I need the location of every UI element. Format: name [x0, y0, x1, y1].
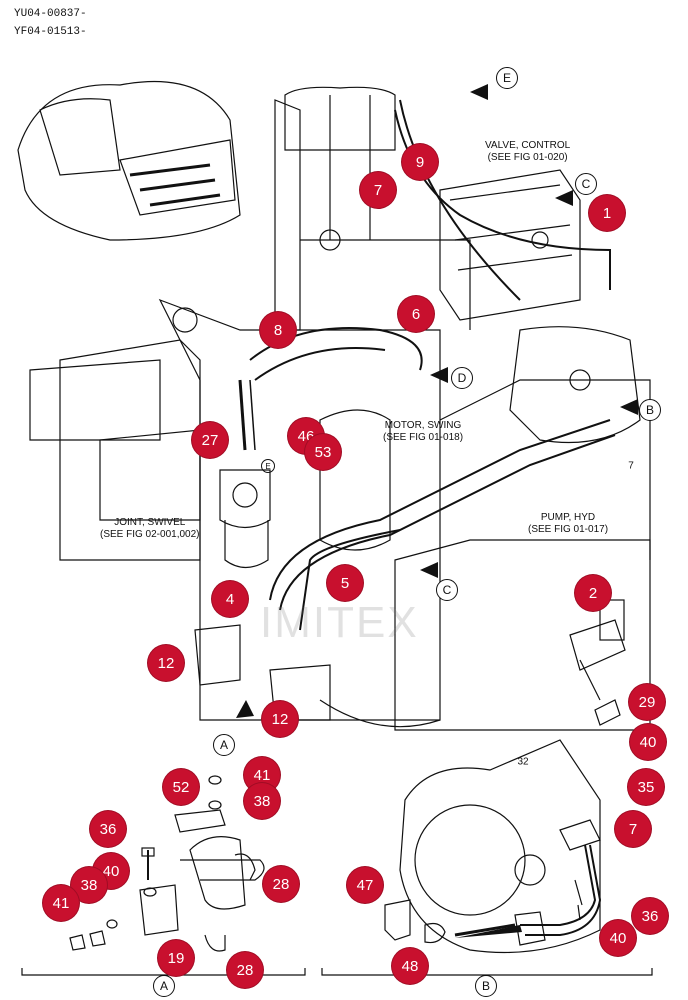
detail-view-b[interactable]: B	[475, 975, 497, 997]
part-number-32-plain: 32	[517, 756, 529, 768]
callout-48[interactable]: 48	[392, 948, 428, 984]
callout-29[interactable]: 29	[629, 684, 665, 720]
callout-36-left[interactable]: 36	[90, 811, 126, 847]
callout-9[interactable]: 9	[402, 144, 438, 180]
callout-36-right[interactable]: 36	[632, 898, 668, 934]
callout-4[interactable]: 4	[212, 581, 248, 617]
callout-40-right[interactable]: 40	[600, 920, 636, 956]
callout-6[interactable]: 6	[398, 296, 434, 332]
view-marker-e[interactable]: E	[496, 67, 518, 89]
label-line: (SEE FIG 02-001,002)	[100, 529, 200, 540]
label-line: MOTOR, SWING	[384, 420, 462, 431]
callout-41-left[interactable]: 41	[43, 885, 79, 921]
drawing-code-1: YU04-00837-	[14, 8, 87, 20]
callout-8[interactable]: 8	[260, 312, 296, 348]
view-marker-c-mid[interactable]: C	[436, 579, 458, 601]
callout-12-left[interactable]: 12	[148, 645, 184, 681]
callout-28-lower[interactable]: 28	[227, 952, 263, 988]
label-line: (SEE FIG 01-017)	[528, 524, 609, 535]
watermark: IMITEX	[260, 598, 419, 647]
label-line: (SEE FIG 01-020)	[487, 152, 568, 163]
view-marker-b[interactable]: B	[639, 399, 661, 421]
callout-38-top[interactable]: 38	[244, 783, 280, 819]
callout-40-top[interactable]: 40	[630, 724, 666, 760]
callout-52[interactable]: 52	[163, 769, 199, 805]
marker-e-small: E	[261, 459, 275, 473]
label-pump-hyd: PUMP, HYD (SEE FIG 01-017)	[528, 512, 608, 536]
callout-7-lower[interactable]: 7	[615, 811, 651, 847]
view-marker-a[interactable]: A	[213, 734, 235, 756]
label-line: (SEE FIG 01-018)	[383, 432, 464, 443]
callout-1[interactable]: 1	[589, 195, 625, 231]
label-line: PUMP, HYD	[540, 512, 596, 523]
detail-view-a[interactable]: A	[153, 975, 175, 997]
view-marker-d[interactable]: D	[451, 367, 473, 389]
callout-2[interactable]: 2	[575, 575, 611, 611]
label-motor-swing: MOTOR, SWING (SEE FIG 01-018)	[383, 420, 463, 444]
callout-5[interactable]: 5	[327, 565, 363, 601]
callout-7[interactable]: 7	[360, 172, 396, 208]
callout-47[interactable]: 47	[347, 867, 383, 903]
callout-53[interactable]: 53	[305, 434, 341, 470]
label-line: JOINT, SWIVEL	[114, 517, 186, 528]
callout-28-upper[interactable]: 28	[263, 866, 299, 902]
view-marker-c-top[interactable]: C	[575, 173, 597, 195]
drawing-code-2: YF04-01513-	[14, 26, 87, 38]
label-valve-control: VALVE, CONTROL (SEE FIG 01-020)	[485, 140, 570, 164]
callout-12-right[interactable]: 12	[262, 701, 298, 737]
callout-27[interactable]: 27	[192, 422, 228, 458]
callout-35[interactable]: 35	[628, 769, 664, 805]
callout-19[interactable]: 19	[158, 940, 194, 976]
label-joint-swivel: JOINT, SWIVEL (SEE FIG 02-001,002)	[100, 517, 200, 541]
label-line: VALVE, CONTROL	[485, 140, 571, 151]
part-number-7-plain: 7	[628, 460, 634, 472]
